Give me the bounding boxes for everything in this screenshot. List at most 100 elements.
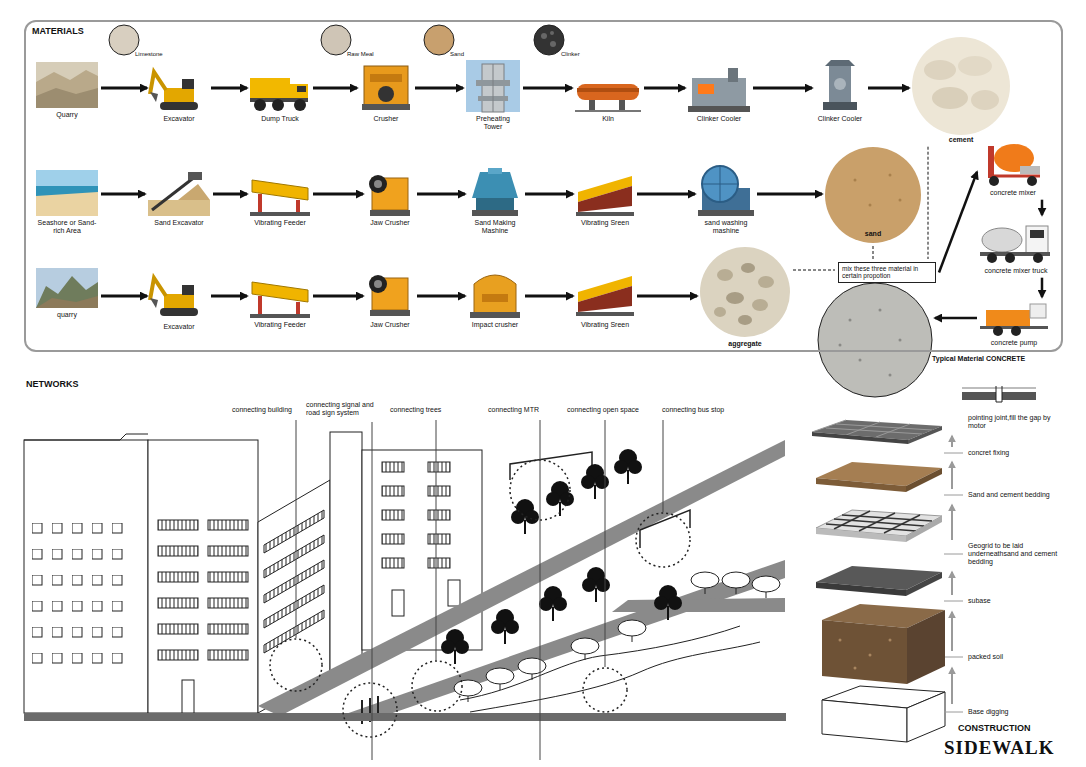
machine-icons bbox=[36, 268, 98, 308]
machine-node: Excavator bbox=[150, 64, 208, 123]
machine-caption: Vibrating Sreen bbox=[576, 219, 634, 227]
machine-caption: Jaw Crusher bbox=[366, 219, 414, 227]
machine-caption: quarry bbox=[36, 311, 98, 319]
machine-caption: Preheating Tower bbox=[466, 115, 520, 130]
material-circles bbox=[758, 276, 774, 288]
network-illustration bbox=[663, 420, 664, 512]
network-illustration bbox=[382, 558, 404, 568]
sidewalk-layers bbox=[951, 505, 953, 540]
network-illustration bbox=[158, 520, 198, 530]
materials-panel: MATERIALSQuarryExcavatorDump TruckCrushe… bbox=[24, 20, 1063, 352]
network-illustration bbox=[752, 576, 780, 598]
network-illustration bbox=[182, 680, 194, 713]
sidewalk-layers bbox=[907, 692, 945, 742]
sidewalk-layers bbox=[951, 436, 953, 704]
sidewalk-layers bbox=[906, 516, 942, 542]
material-circle: Typical Material CONCRETE bbox=[818, 283, 932, 397]
machine-node: Quarry bbox=[36, 62, 98, 119]
network-illustration bbox=[32, 523, 132, 679]
material-name: aggregate bbox=[700, 340, 790, 348]
network-illustration bbox=[618, 620, 646, 642]
machine-icons bbox=[369, 175, 410, 216]
sidewalk-layers bbox=[839, 639, 842, 642]
network-illustration bbox=[441, 629, 469, 664]
image-area bbox=[148, 170, 210, 216]
machine-icons bbox=[688, 68, 750, 112]
material-circles bbox=[700, 247, 790, 337]
material-circles bbox=[818, 283, 932, 397]
image-area bbox=[688, 64, 750, 112]
machine-icons bbox=[36, 62, 98, 108]
flow-arrow bbox=[868, 87, 909, 90]
network-illustration bbox=[539, 586, 567, 621]
network-illustration bbox=[510, 452, 592, 480]
callout-text: connecting signal and road sign system bbox=[306, 401, 386, 417]
flow-arrow bbox=[101, 193, 145, 196]
image-area bbox=[468, 168, 522, 216]
machine-node: Excavator bbox=[150, 270, 208, 331]
callout-text: connecting trees bbox=[390, 406, 441, 414]
network-illustration bbox=[454, 680, 482, 702]
flow-arrow bbox=[101, 295, 147, 298]
machine-node: sand washing mashine bbox=[698, 160, 754, 234]
image-area bbox=[912, 37, 1010, 133]
sidewalk-layers bbox=[962, 392, 996, 400]
sidewalk-layers bbox=[908, 426, 942, 444]
network-illustration bbox=[24, 440, 148, 713]
network-illustration bbox=[158, 546, 198, 556]
network-illustration bbox=[270, 639, 322, 691]
layer-label: packed soil bbox=[968, 653, 1003, 661]
section-heading: CONSTRUCTION bbox=[958, 723, 1031, 733]
network-illustration bbox=[158, 650, 198, 660]
material-circles bbox=[839, 344, 842, 347]
network-illustration bbox=[470, 642, 760, 712]
machine-icons bbox=[470, 275, 520, 318]
machine-caption: sand washing mashine bbox=[698, 219, 754, 234]
sidewalk-layers bbox=[945, 657, 963, 658]
mini-material-icons bbox=[321, 25, 351, 55]
network-illustration bbox=[24, 713, 786, 721]
material-circles bbox=[849, 319, 852, 322]
sidewalk-layers bbox=[951, 668, 953, 704]
machine-node: Vibrating Feeder bbox=[250, 272, 310, 329]
machine-icons bbox=[150, 278, 198, 316]
network-illustration bbox=[428, 558, 450, 568]
material-circles bbox=[879, 309, 882, 312]
image-area bbox=[466, 60, 520, 112]
machine-icons bbox=[988, 144, 1040, 186]
network-illustration bbox=[208, 598, 248, 608]
machine-node: Jaw Crusher bbox=[366, 170, 414, 227]
network-illustration bbox=[546, 481, 574, 516]
network-illustration bbox=[382, 486, 404, 496]
flow-arrow bbox=[213, 193, 247, 196]
network-illustration bbox=[460, 626, 740, 700]
image-area bbox=[700, 247, 790, 337]
network-illustration bbox=[330, 432, 362, 672]
machine-icons bbox=[980, 304, 1048, 336]
machine-caption: Sand Excavator bbox=[148, 219, 210, 227]
sidewalk-layers bbox=[944, 495, 963, 496]
material-circles bbox=[899, 199, 902, 202]
network-illustration bbox=[158, 598, 198, 608]
sidewalk-layers bbox=[884, 515, 920, 533]
machine-icons bbox=[369, 275, 410, 316]
machine-caption: Excavator bbox=[150, 115, 208, 123]
machine-caption: Vibrating Feeder bbox=[250, 321, 310, 329]
network-illustration bbox=[491, 609, 519, 644]
image-area bbox=[366, 270, 414, 318]
flow-arrow bbox=[101, 87, 147, 90]
network-illustration bbox=[158, 572, 198, 582]
network-illustration bbox=[486, 668, 514, 690]
sidewalk-layers bbox=[826, 428, 922, 434]
network-illustration bbox=[258, 440, 785, 716]
network-illustration bbox=[436, 420, 437, 660]
material-name: cement bbox=[912, 136, 1010, 144]
drawing-title: SIDEWALK bbox=[944, 737, 1054, 759]
flow-arrow bbox=[525, 193, 573, 196]
network-illustration bbox=[208, 572, 248, 582]
material-circles bbox=[741, 263, 755, 273]
machine-caption: concrete mixer truck bbox=[980, 267, 1052, 275]
network-illustration bbox=[382, 510, 404, 520]
machine-caption: Impact crusher bbox=[468, 321, 522, 329]
